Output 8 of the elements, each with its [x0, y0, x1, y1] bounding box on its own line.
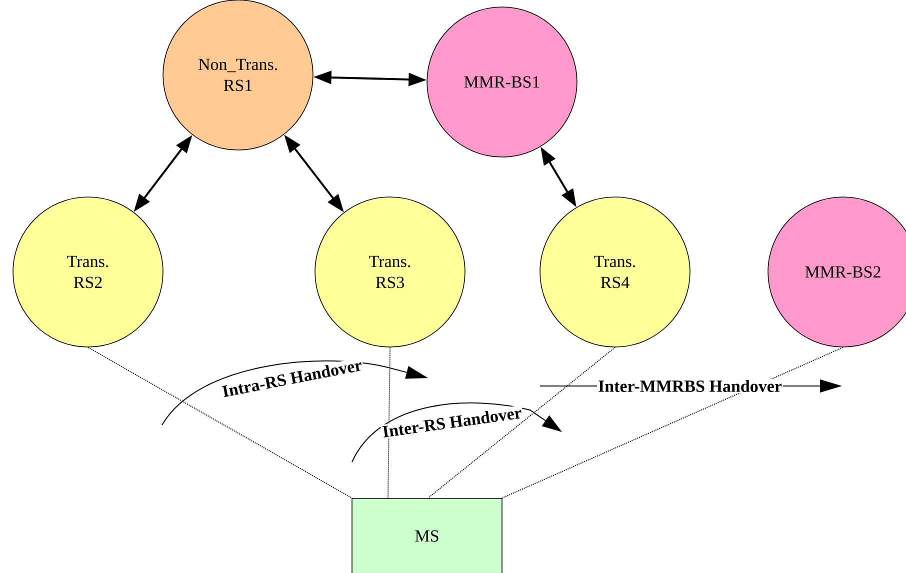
connector-line — [502, 346, 844, 499]
arrow-label: Inter-MMRBS Handover — [597, 379, 783, 393]
device-box: MS — [352, 498, 502, 573]
arrow-label: Intra-RS Handover — [220, 357, 364, 399]
arrow-label: Inter-RS Handover — [380, 405, 524, 439]
connector-line — [88, 346, 352, 499]
connector-line — [428, 346, 616, 499]
connector-line — [388, 346, 390, 499]
